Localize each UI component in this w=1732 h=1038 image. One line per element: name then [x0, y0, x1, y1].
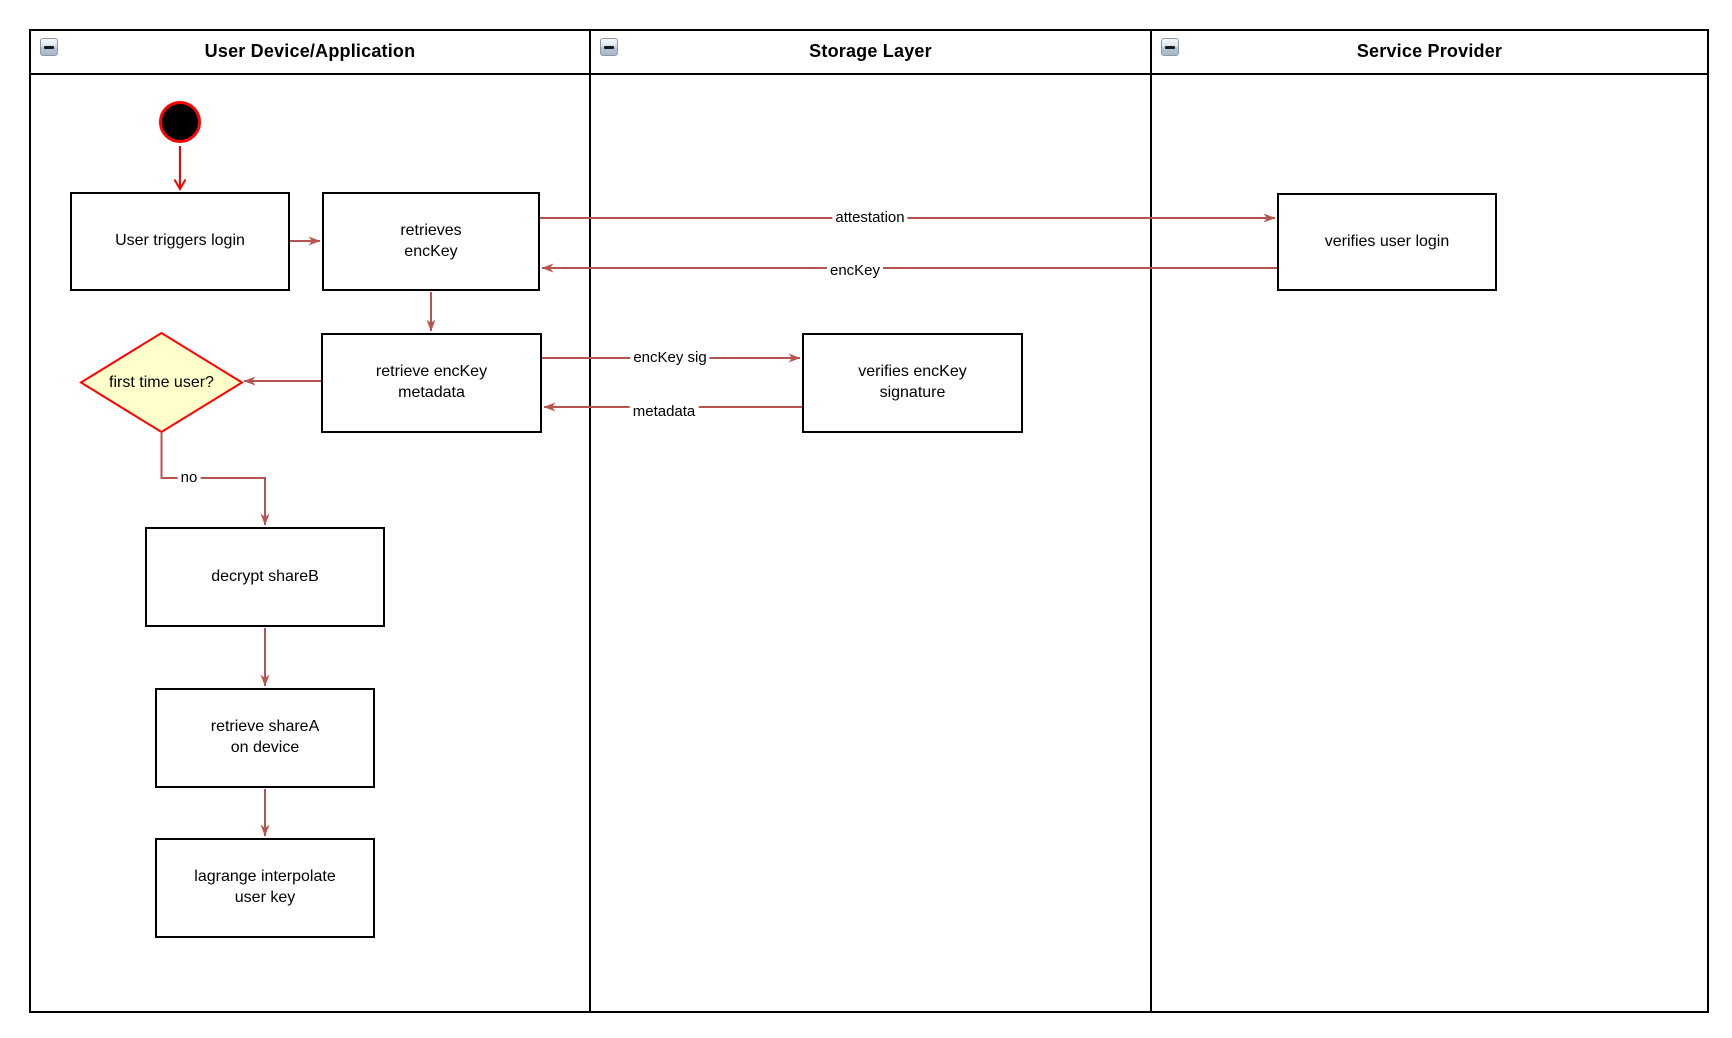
lane-divider-1 — [589, 29, 591, 1013]
start-state-node[interactable] — [159, 101, 201, 143]
collapse-button[interactable] — [1161, 38, 1179, 56]
node-label: retrieve encKey metadata — [375, 363, 488, 401]
edge-label-enckey-sig: encKey sig — [630, 349, 710, 367]
edge-label-enckey: encKey — [826, 262, 884, 280]
lane-divider-2 — [1150, 29, 1152, 1013]
lane-title: Storage Layer — [809, 40, 932, 61]
edge-label-no: no — [177, 469, 201, 487]
node-label: decrypt shareB — [211, 567, 319, 585]
lane-title: User Device/Application — [204, 40, 416, 61]
node-label: lagrange interpolate user key — [194, 868, 336, 906]
edge-label-metadata: metadata — [629, 403, 699, 421]
lane-header-service-provider[interactable]: Service Provider — [1152, 29, 1707, 75]
node-retrieves-enckey[interactable]: retrieves encKey — [322, 192, 540, 291]
collapse-minus-icon — [1165, 45, 1175, 49]
node-user-triggers-login[interactable]: User triggers login — [70, 192, 290, 291]
node-retrieve-sharea-on-device[interactable]: retrieve shareA on device — [155, 688, 375, 788]
lane-header-storage-layer[interactable]: Storage Layer — [591, 29, 1150, 75]
node-label: verifies encKey signature — [858, 363, 967, 401]
collapse-minus-icon — [44, 45, 54, 49]
edge-label-attestation: attestation — [832, 209, 908, 227]
node-verifies-user-login[interactable]: verifies user login — [1277, 193, 1497, 291]
lane-header-user-device[interactable]: User Device/Application — [31, 29, 589, 75]
node-label: retrieves encKey — [400, 221, 462, 260]
collapse-button[interactable] — [600, 38, 618, 56]
node-verifies-enckey-signature[interactable]: verifies encKey signature — [802, 333, 1023, 433]
node-label: retrieve shareA on device — [210, 718, 320, 756]
decision-first-time-user[interactable] — [79, 331, 244, 434]
node-label: User triggers login — [115, 232, 245, 250]
node-label: verifies user login — [1324, 232, 1450, 250]
collapse-button[interactable] — [40, 38, 58, 56]
node-decrypt-shareb[interactable]: decrypt shareB — [145, 527, 385, 627]
collapse-minus-icon — [604, 45, 614, 49]
node-lagrange-interpolate-user-key[interactable]: lagrange interpolate user key — [155, 838, 375, 938]
lane-title: Service Provider — [1356, 40, 1503, 61]
node-retrieve-enckey-metadata[interactable]: retrieve encKey metadata — [321, 333, 542, 433]
